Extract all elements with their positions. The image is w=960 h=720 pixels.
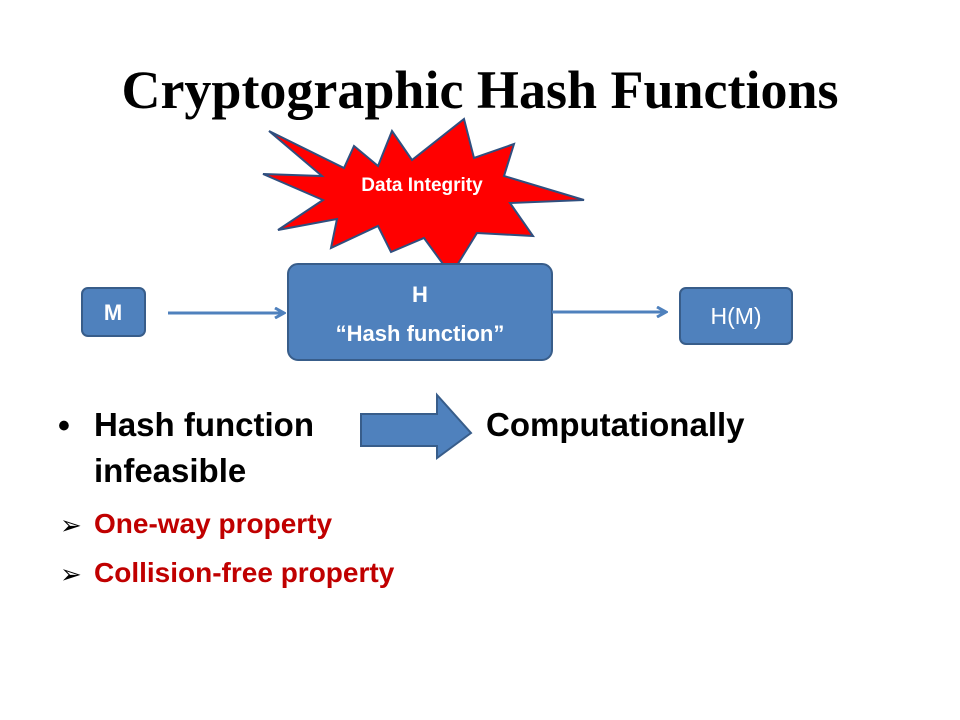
slide-title: Cryptographic Hash Functions (121, 60, 839, 120)
hash-function-name: “Hash function” (336, 321, 505, 346)
explosion-starburst-icon (262, 117, 585, 277)
starburst-label: Data Integrity (361, 175, 483, 196)
data-integrity-starburst: Data Integrity (262, 117, 585, 277)
output-digest-label: H(M) (710, 303, 761, 329)
block-arrow-right-icon (360, 392, 473, 460)
output-digest-box: H(M) (679, 287, 793, 345)
input-message-box: M (81, 287, 146, 337)
hash-function-symbol: H (412, 282, 428, 307)
hash-function-box: H “Hash function” (287, 263, 553, 361)
input-message-label: M (104, 300, 122, 325)
